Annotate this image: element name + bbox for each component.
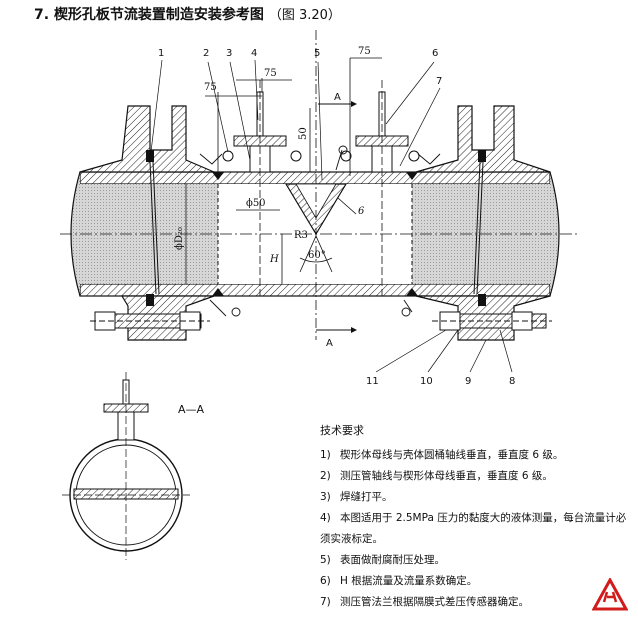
dim-50: 50 [298,127,309,140]
publisher-logo-icon [591,576,629,616]
notes-list: 1)楔形体母线与壳体圆桶轴线垂直，垂直度 6 级。 2)测压管轴线与楔形体母线垂… [320,445,632,613]
title-text: 楔形孔板节流装置制造安装参考图 [53,7,264,23]
dim-H: H [269,254,279,265]
label-part-3: 3 [226,48,232,59]
notes-heading: 技术要求 [320,424,364,437]
technical-notes: 技术要求 1)楔形体母线与壳体圆桶轴线垂直，垂直度 6 级。 2)测压管轴线与楔… [320,420,632,613]
note-item: 4)本图适用于 2.5MPa 压力的黏度大的液体测量，每台流量计必须实液标定。 [320,512,627,545]
note-item: 1)楔形体母线与壳体圆桶轴线垂直，垂直度 6 级。 [320,449,564,461]
note-item: 2)测压管轴线与楔形体母线垂直，垂直度 6 级。 [320,470,553,482]
label-part-6: 6 [432,48,438,59]
label-part-4: 4 [251,48,257,59]
note-item: 7)测压管法兰根据隔膜式差压传感器确定。 [320,596,529,608]
leader-lines [149,59,513,373]
section-view-label: A—A [178,403,205,416]
label-part-7: 7 [436,76,442,87]
label-part-11: 11 [366,376,379,387]
wedge-element [284,30,348,340]
dim-75-left: 75 [204,82,217,93]
figure-title: 7. 楔形孔板节流装置制造安装参考图 （图 3.20） [34,4,341,24]
pressure-tap-left [222,80,302,296]
dim-75-mid: 75 [264,68,277,79]
dim-60deg: 60° [308,250,326,261]
label-part-10: 10 [420,376,433,387]
label-part-5: 5 [314,48,320,59]
label-part-1: 1 [158,48,164,59]
section-mark-bottom: A [326,338,333,349]
dim-phi50: ϕ50 [246,198,266,209]
note-item: 3)焊缝打平。 [320,491,393,503]
note-item: 6)H 根据流量及流量系数确定。 [320,575,478,587]
label-part-8: 8 [509,376,515,387]
dim-phiD20: ϕD₂₀ [174,227,185,250]
section-mark-top: A [334,92,341,103]
pressure-tap-right [340,80,420,296]
dim-6: 6 [358,206,365,217]
note-item: 5)表面做耐腐耐压处理。 [320,554,445,566]
title-number: 7. [34,7,50,23]
title-figure-ref: （图 3.20） [268,8,341,23]
dim-R3: R3 [294,230,308,241]
label-part-9: 9 [465,376,471,387]
dimension-lines [185,57,382,284]
dim-75-right: 75 [358,46,371,57]
label-part-2: 2 [203,48,209,59]
weld-symbols [199,145,441,317]
right-flange [415,105,552,341]
left-flange [79,105,215,341]
section-view-aa [62,372,190,560]
